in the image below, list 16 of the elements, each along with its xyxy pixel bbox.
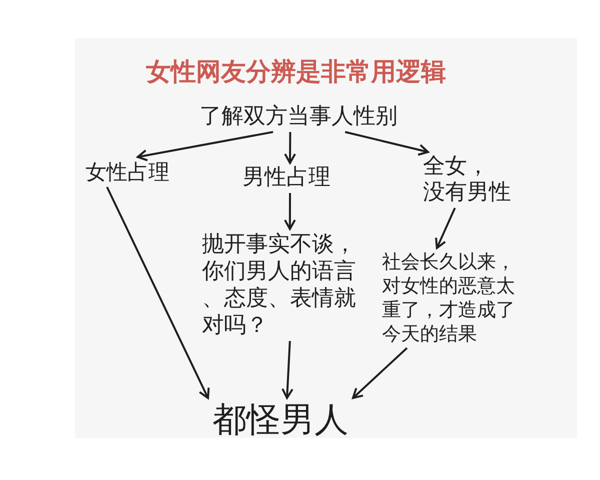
arrow	[284, 132, 296, 164]
step-text: 社会长久以来，对女性的恶意太重了，才造成了今天的结果	[378, 248, 520, 348]
arrow	[281, 340, 294, 399]
step-text: 全女，没有男性	[419, 152, 516, 208]
step-text: 女性占理	[81, 157, 174, 187]
arrow	[352, 347, 408, 399]
arrow	[284, 193, 296, 230]
step-text: 男性占理	[238, 163, 335, 193]
conclusion-text: 都怪男人	[208, 398, 353, 442]
title: 女性网友分辨是非常用逻辑	[146, 56, 446, 88]
step-text: 了解双方当事人性别	[195, 102, 402, 132]
arrow	[435, 208, 456, 249]
step-text: 抛开事实不谈，你们男人的语言、态度、表情就对吗？	[198, 229, 361, 341]
arrow	[136, 131, 274, 162]
arrow	[344, 131, 429, 156]
arrow	[106, 186, 210, 399]
